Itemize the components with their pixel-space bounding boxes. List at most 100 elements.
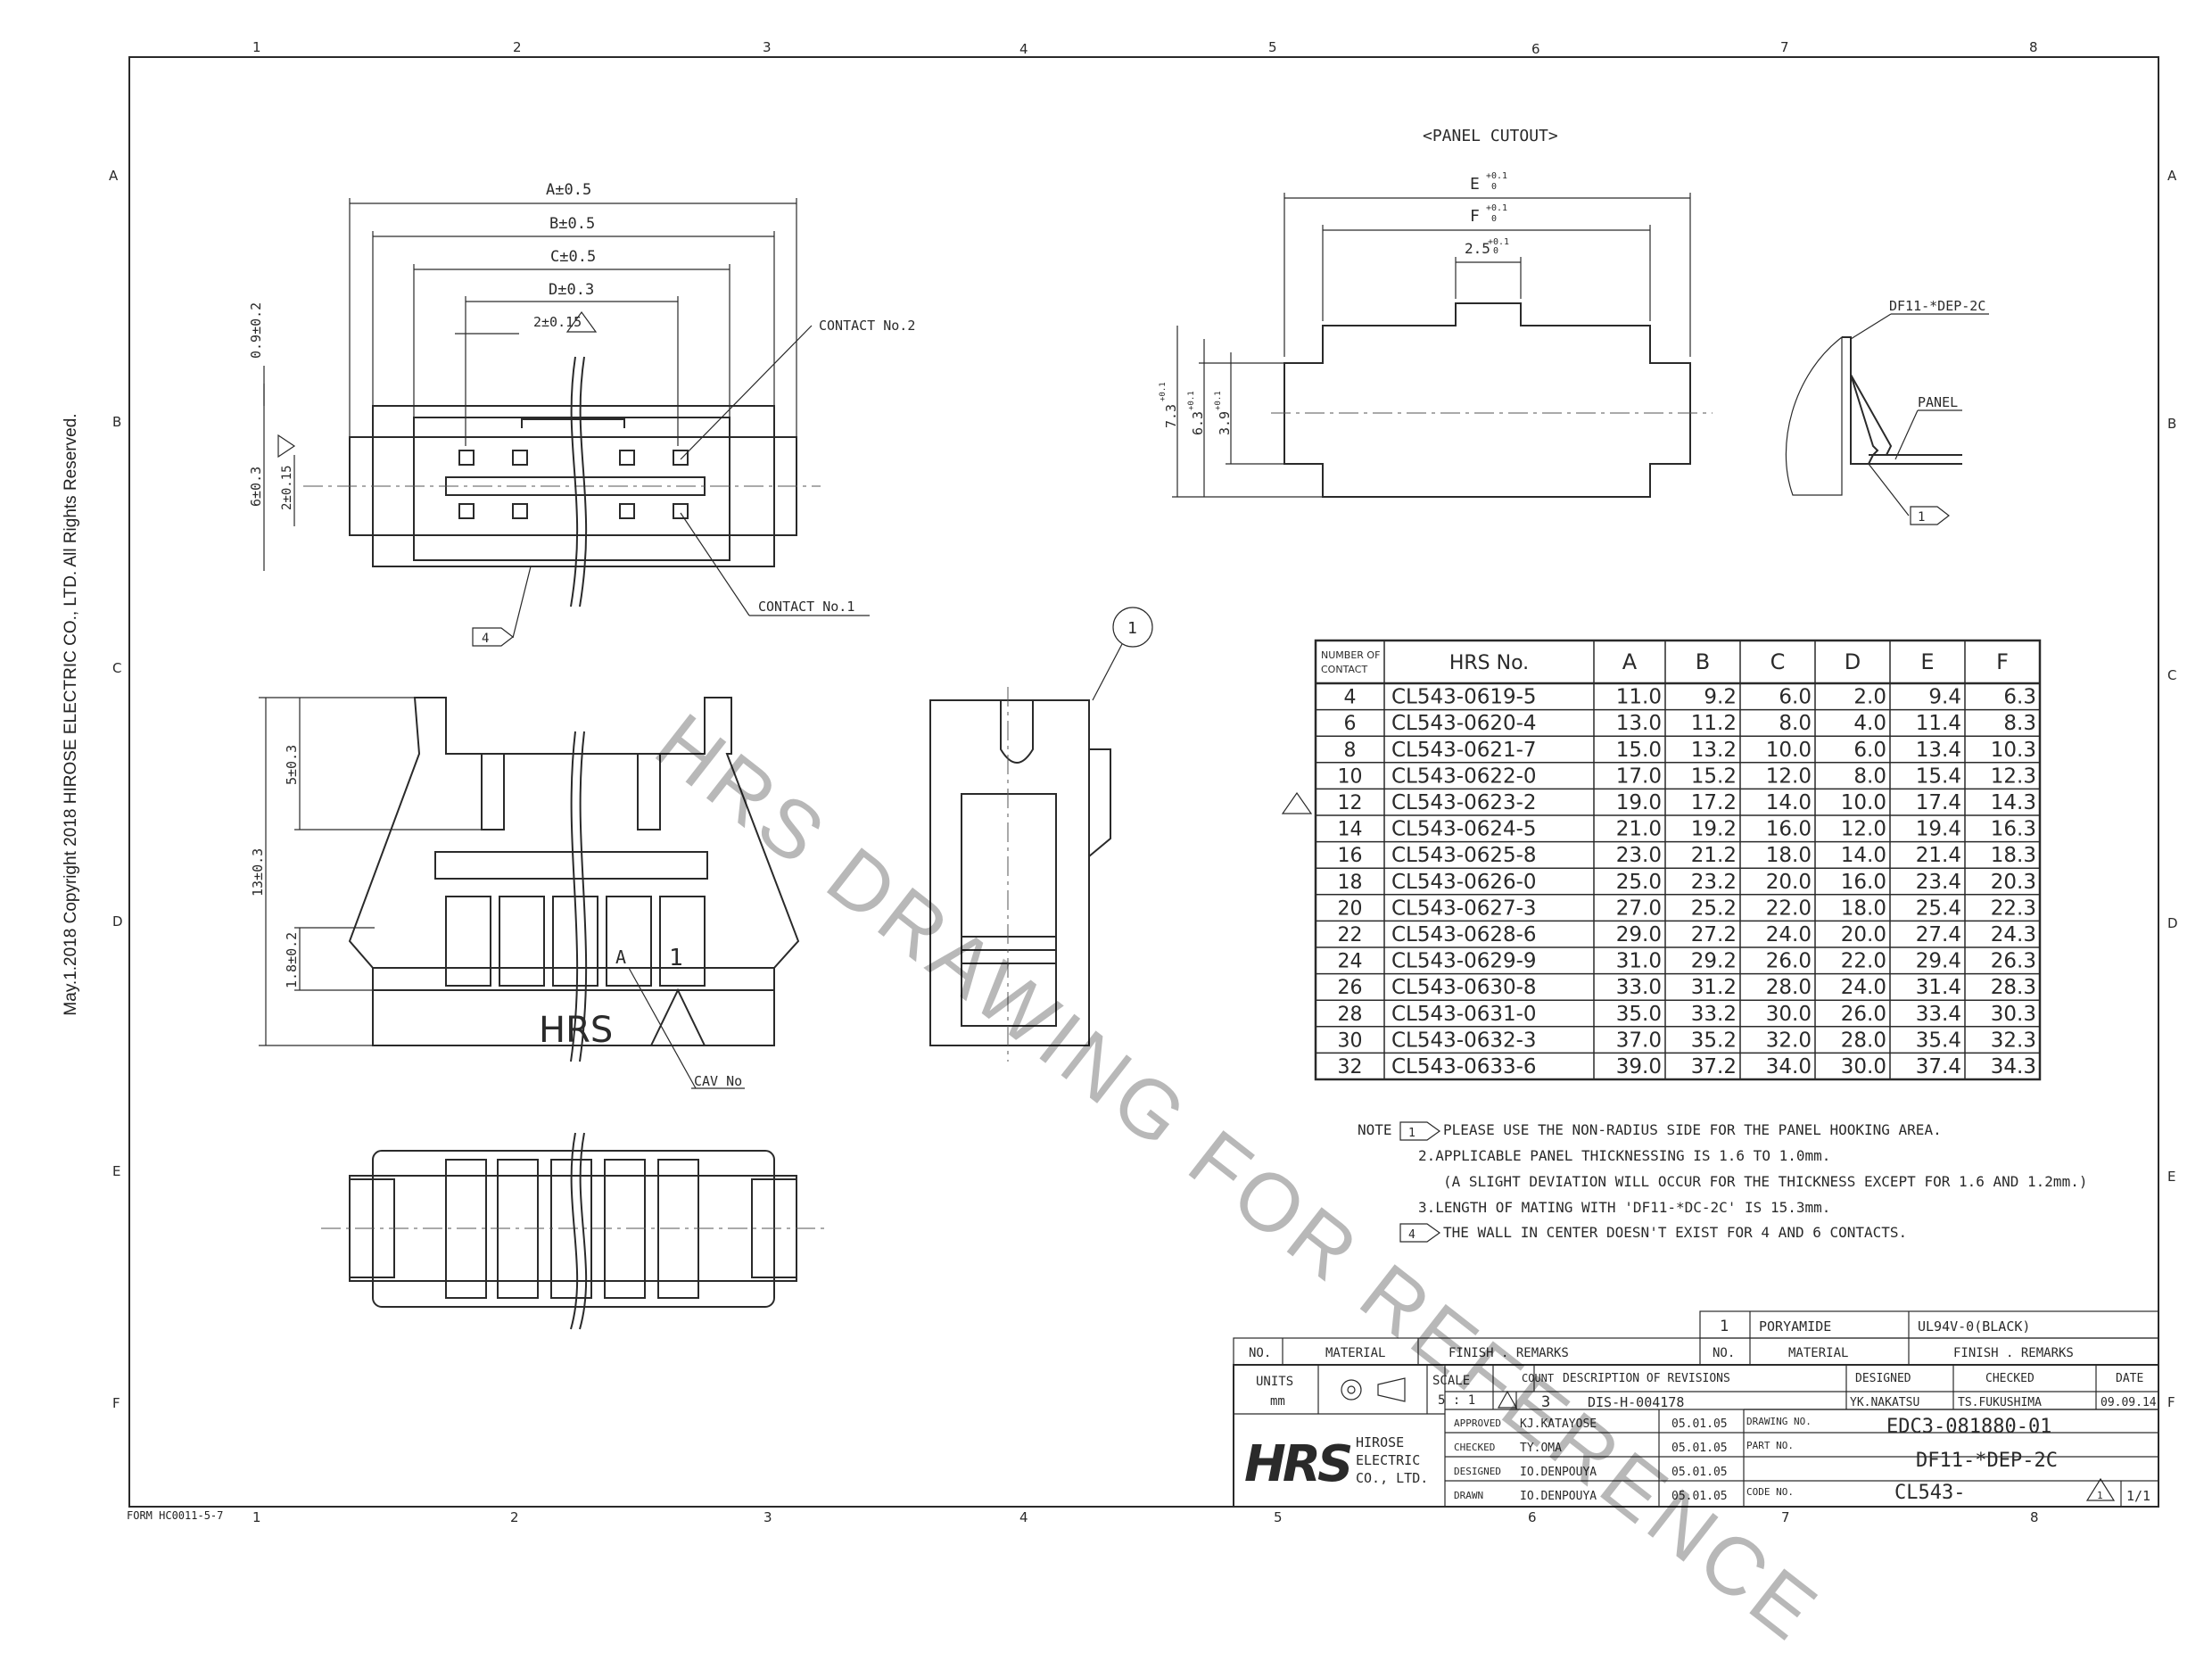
side-body (929, 699, 1090, 1046)
header-no: NO. (1249, 1346, 1271, 1360)
table-cell: 17.2 (1691, 791, 1737, 814)
table-cell: 18 (1338, 872, 1363, 894)
checked-value: TS.FUKUSHIMA (1958, 1396, 2042, 1409)
grid-column-labels-top: 1 2 3 4 5 6 7 8 (252, 39, 2038, 57)
table-cell: 4 (1344, 687, 1357, 709)
top-view: A±0.5 B±0.5 C±0.5 D±0.3 2±0.15 0.9±0.2 6… (248, 181, 915, 647)
hrs-logo: HRS (1244, 1435, 1351, 1493)
table-cell: 32 (1338, 1056, 1363, 1078)
units-label: UNITS (1256, 1375, 1293, 1389)
table-cell: 15.2 (1691, 764, 1737, 788)
col-label: 5 (1274, 1509, 1283, 1525)
table-cell: 29.0 (1616, 923, 1662, 946)
dim-73: 7.3 (1163, 404, 1179, 428)
drawn-label: DRAWN (1454, 1490, 1483, 1501)
dim-e-tol-lo: 0 (1491, 182, 1497, 192)
panel-detail-body (1785, 335, 1843, 496)
table-cell: 28.3 (1991, 976, 2036, 999)
note-4-ref: 4 (1408, 1228, 1416, 1242)
dim-73-tol: +0.1 (1159, 382, 1168, 401)
row-label: A (109, 168, 119, 184)
grid-row-labels: A B C D E F A B C D E F (109, 168, 2178, 1411)
table-cell: 31.4 (1916, 976, 1961, 999)
row-label: C (2167, 667, 2176, 683)
table-cell: 28 (1338, 1004, 1363, 1026)
panel-label: PANEL (1918, 394, 1958, 410)
checked2-label: CHECKED (1454, 1442, 1495, 1453)
front-mark-1: 1 (669, 945, 683, 971)
approved-label: APPROVED (1454, 1417, 1501, 1429)
table-cell: 8.0 (1853, 764, 1886, 788)
table-cell: 26 (1338, 977, 1363, 999)
table-cell: 6.0 (1779, 686, 1812, 709)
table-cell: 31.0 (1616, 950, 1662, 973)
table-cell: 17.0 (1616, 764, 1662, 788)
copyright-notice: May.1.2018 Copyright 2018 HIROSE ELECTRI… (62, 413, 80, 1016)
approved-value: KJ.KATAYOSE (1520, 1417, 1597, 1431)
table-cell: 30.0 (1841, 1055, 1886, 1078)
dim-6: 6±0.3 (248, 467, 264, 507)
table-cell: 30.3 (1991, 1003, 2036, 1026)
table-header: HRS No. (1449, 652, 1529, 674)
balloon-1-text: 1 (1127, 619, 1137, 638)
table-cell-part: CL543-0632-3 (1391, 1029, 1537, 1052)
table-cell: 21.4 (1916, 844, 1961, 867)
dim-d: D±0.3 (549, 281, 594, 299)
table-cell: 10.0 (1841, 791, 1886, 814)
table-cell-part: CL543-0628-6 (1391, 923, 1537, 946)
table-cell: 4.0 (1853, 712, 1886, 735)
dim-e-tol-hi: +0.1 (1486, 171, 1507, 181)
note-ref-4: 4 (482, 632, 489, 646)
table-cell-part: CL543-0629-9 (1391, 950, 1537, 973)
table-cell: 31.2 (1691, 976, 1737, 999)
table-cell: 24.0 (1766, 923, 1812, 946)
table-cell: 25.4 (1916, 897, 1961, 920)
table-cell: 37.4 (1916, 1055, 1961, 1078)
company-line-2: ELECTRIC (1356, 1452, 1420, 1468)
front-body-outline (348, 697, 800, 1046)
dim-13: 13±0.3 (250, 848, 266, 897)
table-cell: 29.2 (1691, 950, 1737, 973)
designed-label: DESIGNED (1855, 1372, 1911, 1385)
table-cell: 14.0 (1766, 791, 1812, 814)
table-cell: 11.0 (1616, 686, 1662, 709)
part-label: DF11-*DEP-2C (1889, 298, 1985, 314)
dim-f: F (1470, 207, 1480, 226)
row-label: F (2167, 1394, 2175, 1410)
table-cell: 22.0 (1766, 897, 1812, 920)
note-1-ref: 1 (1408, 1127, 1416, 1140)
dim-e: E (1470, 175, 1480, 194)
table-cell: 12.3 (1991, 764, 2036, 788)
table-cell-part: CL543-0622-0 (1391, 764, 1537, 788)
table-cell: 9.4 (1928, 686, 1961, 709)
rev-triangle (565, 310, 598, 333)
table-cell: 19.4 (1916, 818, 1961, 841)
col-label: 3 (763, 39, 772, 55)
table-cell: 16.3 (1991, 818, 2036, 841)
grid-column-labels-bottom: 1 2 3 4 5 6 7 8 (252, 1509, 2039, 1525)
table-cell: 27.4 (1916, 923, 1961, 946)
header-material: MATERIAL (1325, 1346, 1385, 1360)
side-view: 1 (929, 607, 1153, 1062)
table-cell: 6 (1344, 713, 1357, 735)
table-cell: 14.3 (1991, 791, 2036, 814)
col-label: 1 (252, 39, 261, 55)
table-header-count: NUMBER OF (1321, 649, 1380, 661)
table-cell: 13.2 (1691, 739, 1737, 762)
row-label: D (2167, 915, 2178, 931)
row-label: F (112, 1395, 120, 1411)
table-cell: 30.0 (1766, 1003, 1812, 1026)
dim-a: A±0.5 (546, 181, 591, 199)
table-cell: 35.4 (1916, 1029, 1961, 1052)
table-cell: 21.2 (1691, 844, 1737, 867)
rev-value: DIS-H-004178 (1588, 1394, 1684, 1410)
cav-no-label: CAV No (694, 1073, 742, 1089)
dim-5: 5±0.3 (284, 745, 300, 785)
sheet-number: 1/1 (2126, 1488, 2150, 1504)
table-cell: 24.0 (1841, 976, 1886, 999)
table-cell: 23.0 (1616, 844, 1662, 867)
table-cell: 2.0 (1853, 686, 1886, 709)
front-mark-a: A (615, 946, 626, 968)
drawn-value: IO.DENPOUYA (1520, 1490, 1597, 1503)
col-label: 7 (1781, 1509, 1790, 1525)
